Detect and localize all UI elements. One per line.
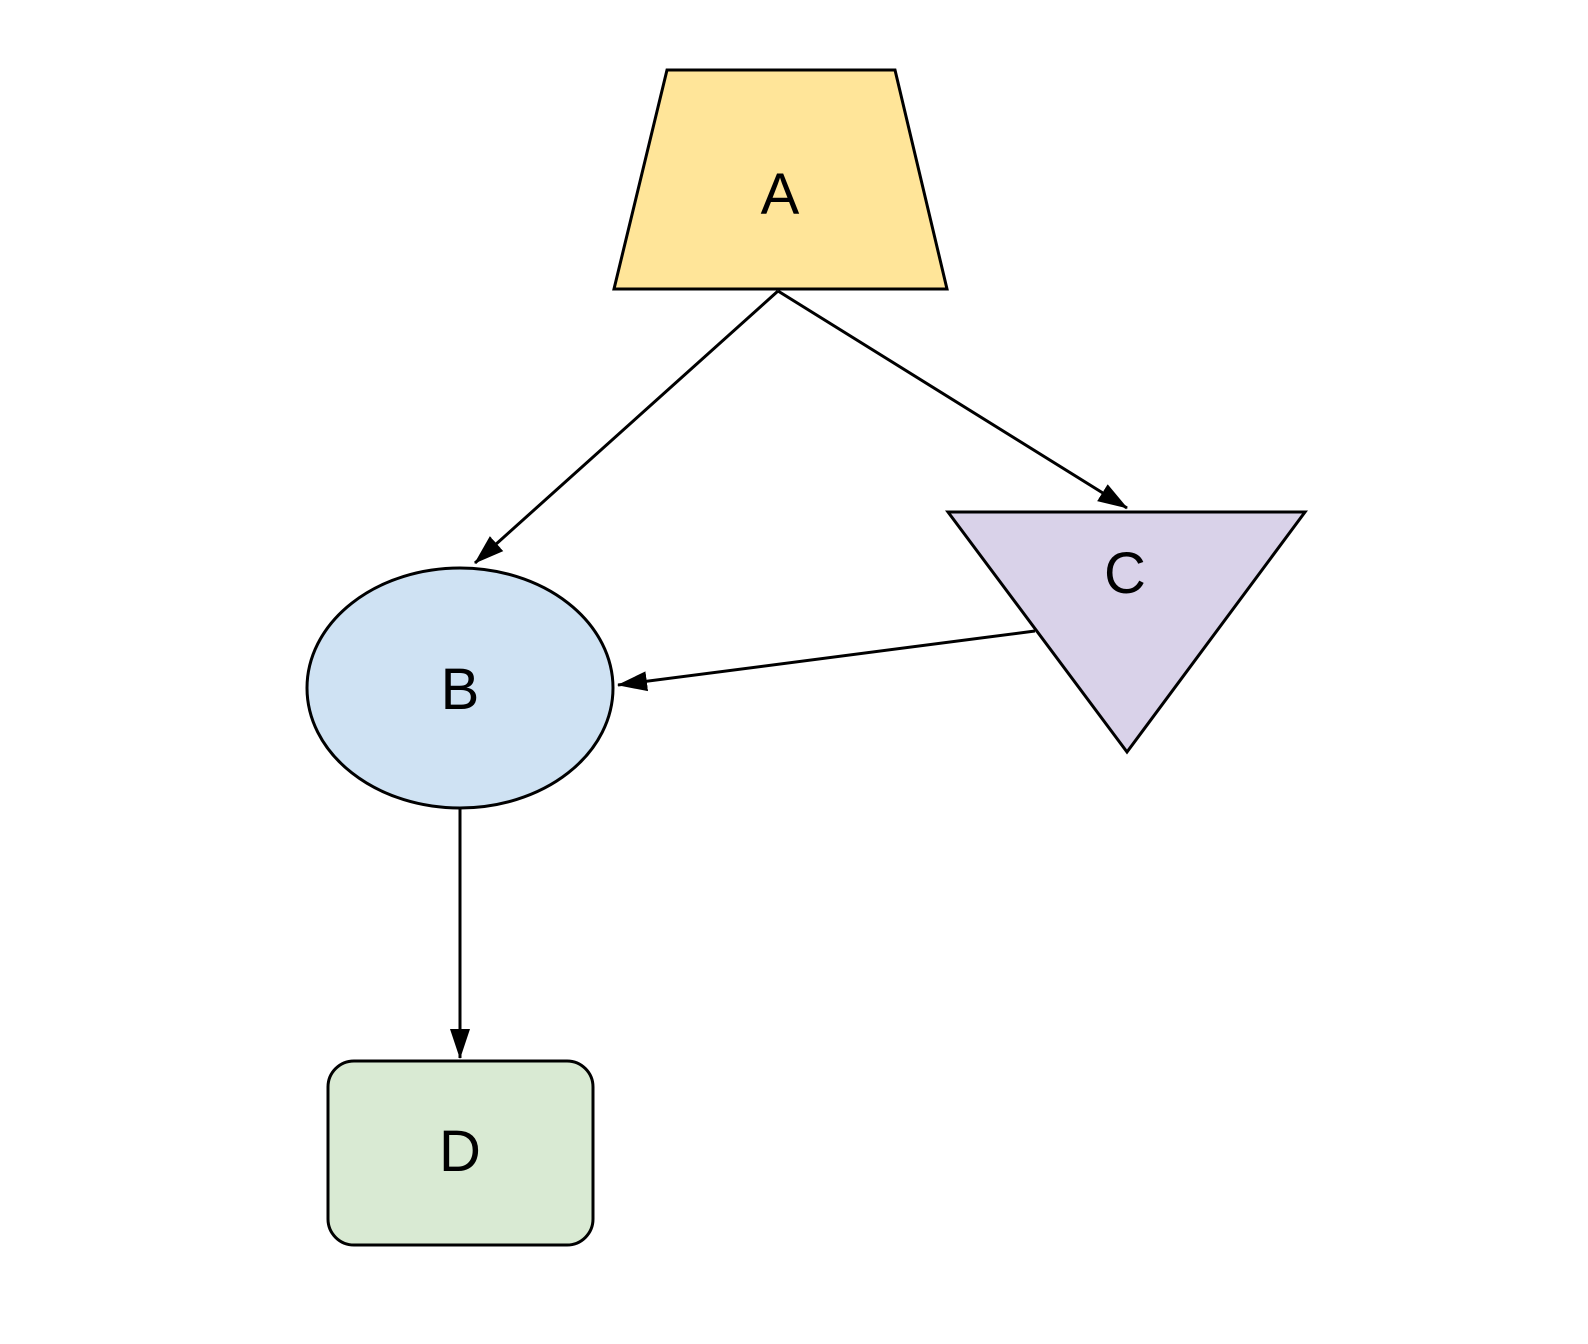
- node-d-label: D: [439, 1119, 481, 1184]
- node-b-label: B: [441, 657, 480, 722]
- node-a-trapezoid[interactable]: [612, 68, 949, 291]
- node-d-rounded-rect[interactable]: [326, 1059, 595, 1247]
- edge-a-to-b[interactable]: [473, 289, 780, 565]
- edge-a-to-c[interactable]: [777, 289, 1128, 510]
- edge-c-to-b[interactable]: [617, 629, 1036, 692]
- node-b-ellipse[interactable]: [305, 566, 615, 810]
- node-c-triangle[interactable]: [945, 510, 1308, 755]
- node-a-label: A: [761, 162, 800, 227]
- node-c-label: C: [1104, 541, 1146, 606]
